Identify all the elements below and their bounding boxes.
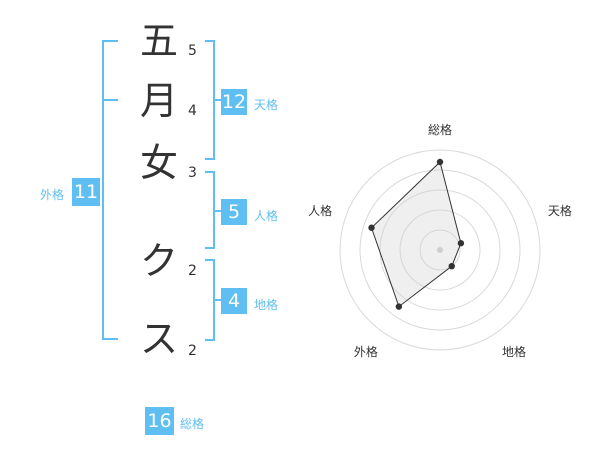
tenkaku-badge: 12 — [221, 89, 247, 115]
chikaku-badge: 4 — [221, 288, 247, 314]
radar-axis-label-4: 外格 — [354, 344, 378, 359]
stroke-count-2: 4 — [188, 103, 197, 119]
jinkaku-label: 人格 — [254, 209, 279, 223]
radar-axis-label-1: 総格 — [428, 122, 452, 137]
stroke-count-4: 2 — [188, 263, 197, 279]
jinkaku-badge: 5 — [221, 199, 247, 225]
gaikaku-label: 外格 — [40, 188, 65, 202]
name-char-1: 五 — [140, 19, 179, 63]
radar-center-dot — [437, 247, 443, 253]
stroke-count-5: 2 — [188, 343, 197, 359]
name-char-3: 女 — [140, 141, 179, 185]
radar-axis-label-2: 天格 — [548, 203, 572, 218]
radar-axis-label-3: 地格 — [502, 344, 526, 359]
radar-point-1 — [436, 158, 444, 166]
name-char-2: 月 — [140, 79, 179, 123]
soukaku-label: 総格 — [180, 417, 205, 431]
radar-axis-label-5: 人格 — [308, 203, 332, 218]
radar-point-3 — [448, 262, 455, 270]
name-char-5: ス — [140, 317, 179, 361]
gaikaku-badge: 11 — [72, 178, 100, 206]
radar-point-4 — [395, 303, 403, 310]
stroke-count-1: 5 — [188, 43, 197, 59]
radar-point-2 — [457, 240, 465, 247]
chikaku-label: 地格 — [254, 298, 279, 312]
tenkaku-label: 天格 — [254, 98, 279, 112]
stroke-count-3: 3 — [188, 165, 197, 181]
radar-series-polygon — [370, 161, 462, 308]
name-char-4: ク — [140, 239, 179, 283]
soukaku-badge: 16 — [145, 407, 174, 435]
radar-point-5 — [368, 224, 375, 231]
